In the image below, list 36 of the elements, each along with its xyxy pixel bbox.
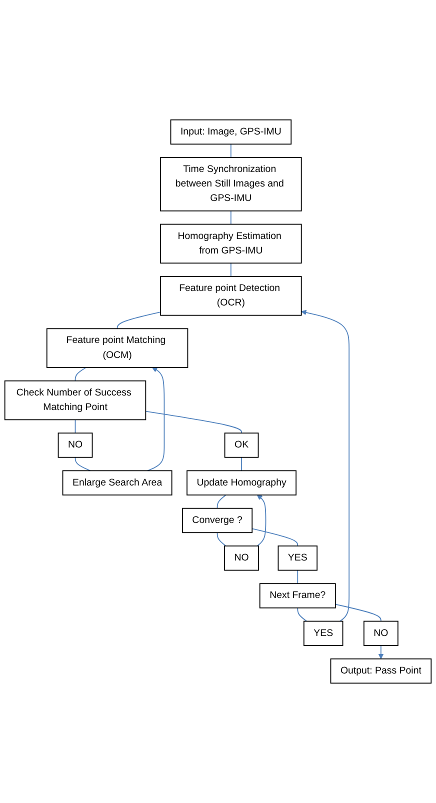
node-box: NO xyxy=(224,546,259,571)
node-box: Converge ? xyxy=(182,508,253,534)
connector xyxy=(145,410,242,434)
node-box: NO xyxy=(58,432,93,458)
connector xyxy=(297,570,298,584)
connector xyxy=(297,607,308,622)
connector xyxy=(74,456,91,472)
node-box: Update Homography xyxy=(186,470,296,496)
connector xyxy=(230,262,232,277)
arrow xyxy=(147,367,165,472)
connector xyxy=(252,528,298,546)
connector xyxy=(241,456,242,472)
node-box: NO xyxy=(364,620,398,646)
node-box: Check Number of Success Matching Point xyxy=(4,380,146,420)
connector xyxy=(216,532,226,546)
node-box: Enlarge Search Area xyxy=(62,470,172,496)
node-box: Time Synchronization between Still Images and GPS-IMU xyxy=(160,157,302,212)
arrow xyxy=(256,494,266,546)
connector xyxy=(74,419,76,434)
node-box: Output: Pass Point xyxy=(330,658,432,684)
arrow xyxy=(378,645,384,660)
connector xyxy=(116,312,161,330)
node-box: Feature point Matching (OCM) xyxy=(46,328,188,368)
connector xyxy=(74,367,86,382)
connector xyxy=(230,210,232,225)
node-box: Next Frame? xyxy=(259,583,336,608)
node-box: YES xyxy=(303,620,344,646)
node-box: Feature point Detection (OCR) xyxy=(160,276,302,316)
connector xyxy=(334,604,382,622)
connector xyxy=(230,144,232,158)
node-box: OK xyxy=(224,432,259,458)
arrow xyxy=(301,310,350,622)
node-box: Homography Estimation from GPS-IMU xyxy=(160,224,302,264)
connector xyxy=(216,494,226,509)
node-box: Input: Image, GPS-IMU xyxy=(170,119,292,145)
node-box: YES xyxy=(278,546,318,571)
